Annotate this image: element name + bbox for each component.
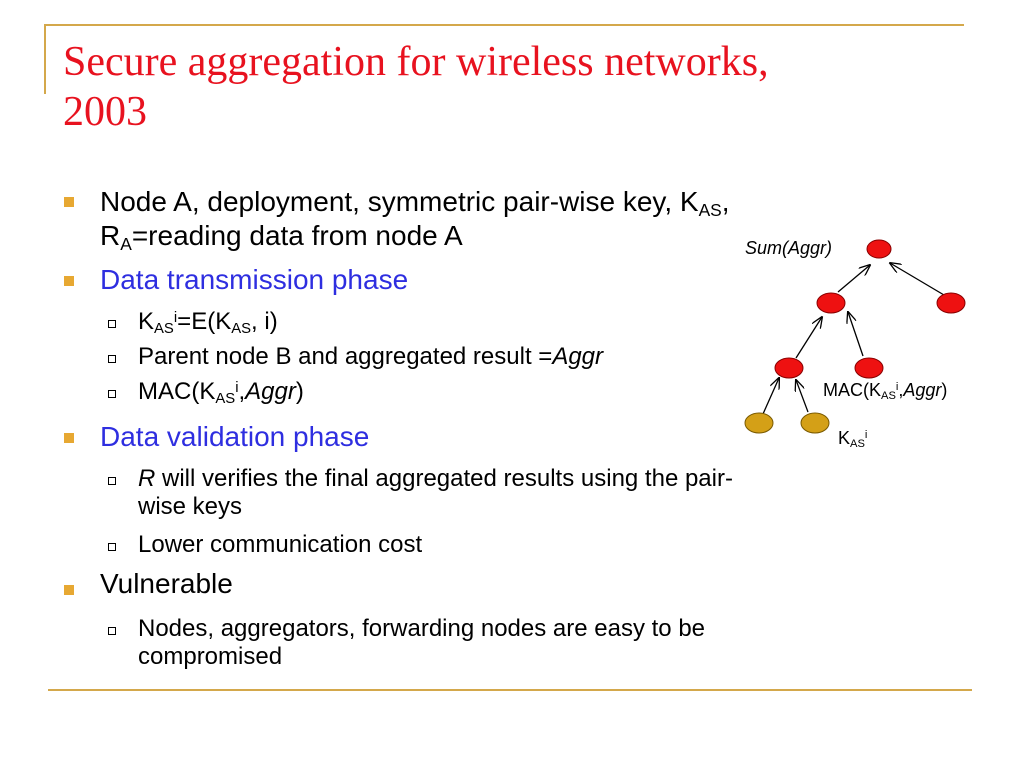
slide-title: Secure aggregation for wireless networks… xyxy=(63,37,963,137)
slide-title-line-1: Secure aggregation for wireless networks… xyxy=(63,39,769,85)
frame-bottom-line xyxy=(48,689,972,691)
aggregator-node xyxy=(816,292,846,314)
sensor-node-sibling xyxy=(854,357,884,379)
arrow-to-root-left xyxy=(837,265,870,293)
aggregator-node-b xyxy=(774,357,804,379)
frame-left-line xyxy=(44,24,46,94)
sensor-node-right xyxy=(936,292,966,314)
sum-aggr-text: Sum(Aggr) xyxy=(745,238,833,258)
subscript-as: AS xyxy=(881,390,896,403)
arrow-from-sibling xyxy=(848,312,864,357)
arrow-from-leaf-right xyxy=(796,380,809,413)
leaf-node-left xyxy=(744,412,774,434)
slide-title-line-2: 2003 xyxy=(63,89,147,135)
sum-aggr-label: Sum(Aggr) xyxy=(745,237,832,259)
close-paren: ) xyxy=(941,380,948,400)
arrow-to-aggregator xyxy=(795,317,822,359)
mac-text: MAC(K xyxy=(823,380,881,400)
mac-diagram-label: MAC(KASi,Aggr) xyxy=(823,379,948,403)
key-diagram-label: KASi xyxy=(838,427,868,451)
superscript-i: i xyxy=(895,381,899,394)
comma: , xyxy=(898,380,904,400)
subscript-as: AS xyxy=(850,438,865,451)
frame-top-line xyxy=(44,24,964,26)
aggr-italic: Aggr xyxy=(903,380,942,400)
superscript-i: i xyxy=(864,429,868,442)
root-node xyxy=(866,239,892,259)
arrow-from-leaf-left xyxy=(762,378,779,415)
leaf-node-right xyxy=(800,412,830,434)
arrow-to-root-right xyxy=(890,263,945,296)
k-symbol: K xyxy=(838,428,851,448)
